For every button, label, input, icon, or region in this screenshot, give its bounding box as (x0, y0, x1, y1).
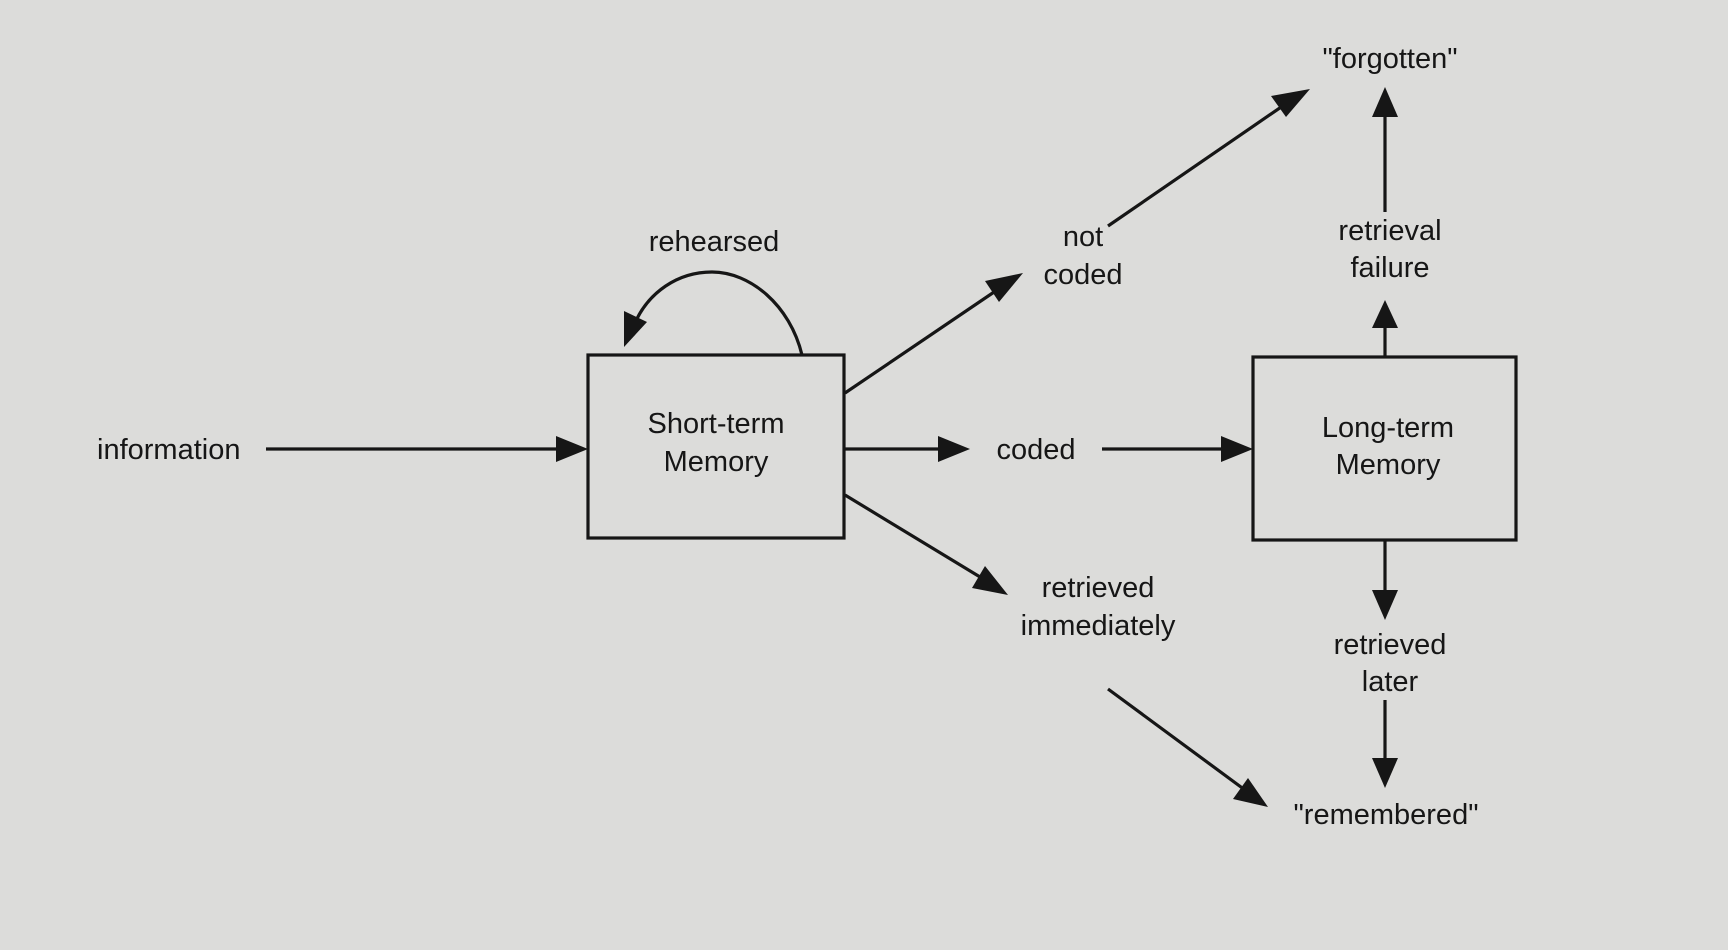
not-coded-to-forgotten-arrow (1107, 89, 1310, 228)
ltm-to-retrieved-later-arrow (1372, 540, 1398, 620)
rehearsed-loop-arrow (624, 270, 804, 356)
retrieved-later-to-remembered-arrow (1372, 700, 1398, 788)
not-coded-arrow (844, 273, 1023, 395)
coded-label: coded (996, 434, 1075, 466)
remembered-label: "remembered" (1294, 799, 1479, 831)
not-coded-label-line2: coded (1043, 259, 1122, 291)
forgotten-label: "forgotten" (1322, 43, 1457, 75)
long-term-memory-label-line1: Long-term (1322, 412, 1454, 444)
retrieval-failure-label-line1: retrieval (1338, 215, 1441, 247)
short-term-memory-label-line1: Short-term (648, 408, 785, 440)
retrieved-later-label-line2: later (1362, 666, 1419, 698)
immediately-to-remembered-arrow (1107, 687, 1268, 807)
coded-to-ltm-arrow (1102, 436, 1253, 462)
retrieved-immediately-label-line2: immediately (1021, 610, 1176, 642)
rehearsed-label: rehearsed (649, 226, 780, 258)
long-term-memory-label-line2: Memory (1336, 449, 1441, 481)
information-label: information (97, 434, 240, 466)
retrieved-immediately-arrow (844, 493, 1008, 595)
retrieval-failure-to-forgotten-arrow (1372, 87, 1398, 212)
stm-to-coded-arrow (845, 436, 970, 462)
ltm-to-retrieval-failure-arrow (1372, 300, 1398, 357)
retrieved-immediately-label-line1: retrieved (1042, 572, 1155, 604)
short-term-memory-label-line2: Memory (664, 446, 769, 478)
information-arrow (266, 436, 588, 462)
long-term-memory-box (1251, 355, 1518, 542)
short-term-memory-box (586, 353, 846, 540)
retrieved-later-label-line1: retrieved (1334, 629, 1447, 661)
not-coded-label-line1: not (1063, 221, 1103, 253)
retrieval-failure-label-line2: failure (1351, 252, 1430, 284)
